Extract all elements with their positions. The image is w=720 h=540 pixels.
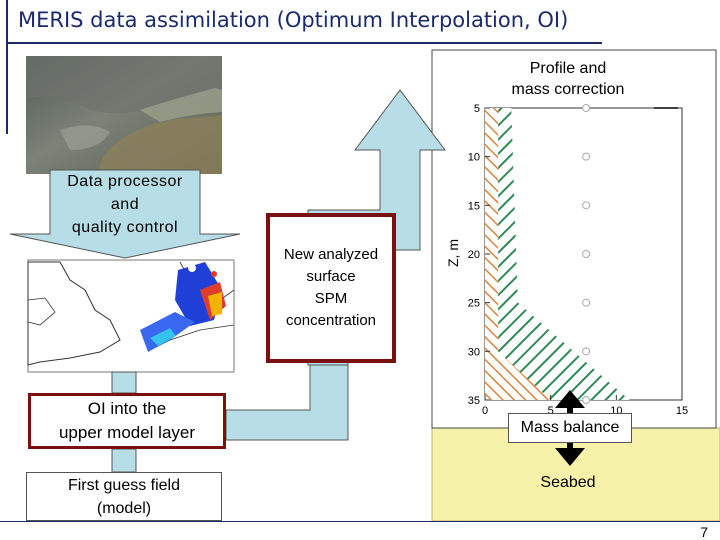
seabed-area bbox=[431, 427, 720, 522]
y-tick-label: 35 bbox=[468, 395, 480, 407]
data-processor-label: Data processor and quality control bbox=[67, 172, 183, 236]
depth-marker bbox=[582, 201, 591, 210]
flow-arrow-oi-to-new bbox=[225, 364, 349, 441]
oi-upper-layer-box: OI into the upper model layer bbox=[28, 393, 226, 449]
page-number: 7 bbox=[700, 524, 708, 540]
y-tick-label: 15 bbox=[468, 200, 480, 212]
depth-marker bbox=[582, 347, 591, 356]
x-tick-label: 0 bbox=[482, 405, 488, 417]
footer-rule bbox=[0, 521, 720, 522]
x-tick-label: 15 bbox=[676, 405, 688, 417]
spm-concentration-map bbox=[27, 259, 235, 373]
new-analyzed-spm-box: New analyzed surface SPM concentration bbox=[266, 213, 396, 363]
processor-arrow bbox=[9, 169, 241, 259]
profile-correction-label: Profile and mass correction bbox=[511, 60, 625, 98]
y-tick-label: 5 bbox=[474, 103, 480, 115]
firstguess-to-oi-connector bbox=[111, 448, 137, 473]
depth-marker bbox=[582, 250, 591, 258]
y-axis-label: Z, m bbox=[445, 239, 461, 267]
map-to-oi-connector bbox=[111, 371, 137, 394]
depth-marker bbox=[582, 152, 591, 161]
y-tick-label: 20 bbox=[468, 249, 480, 261]
profile-series-1 bbox=[485, 108, 551, 400]
mass-balance-label: Mass balance bbox=[508, 413, 632, 443]
seabed-label: Seabed bbox=[540, 474, 596, 491]
meris-satellite-image bbox=[26, 56, 222, 174]
x-tick-label: 5 bbox=[548, 405, 554, 417]
profile-series-2 bbox=[485, 108, 630, 400]
title-side-rule bbox=[6, 0, 8, 134]
y-tick-label: 30 bbox=[468, 346, 480, 358]
depth-marker bbox=[582, 298, 591, 307]
depth-marker bbox=[582, 104, 591, 112]
depth-marker bbox=[582, 396, 591, 404]
slide-title: MERIS data assimilation (Optimum Interpo… bbox=[18, 8, 569, 32]
title-underline bbox=[8, 42, 602, 44]
y-tick-label: 10 bbox=[468, 152, 480, 164]
first-guess-box: First guess field (model) bbox=[26, 472, 222, 521]
y-tick-label: 25 bbox=[468, 298, 480, 310]
